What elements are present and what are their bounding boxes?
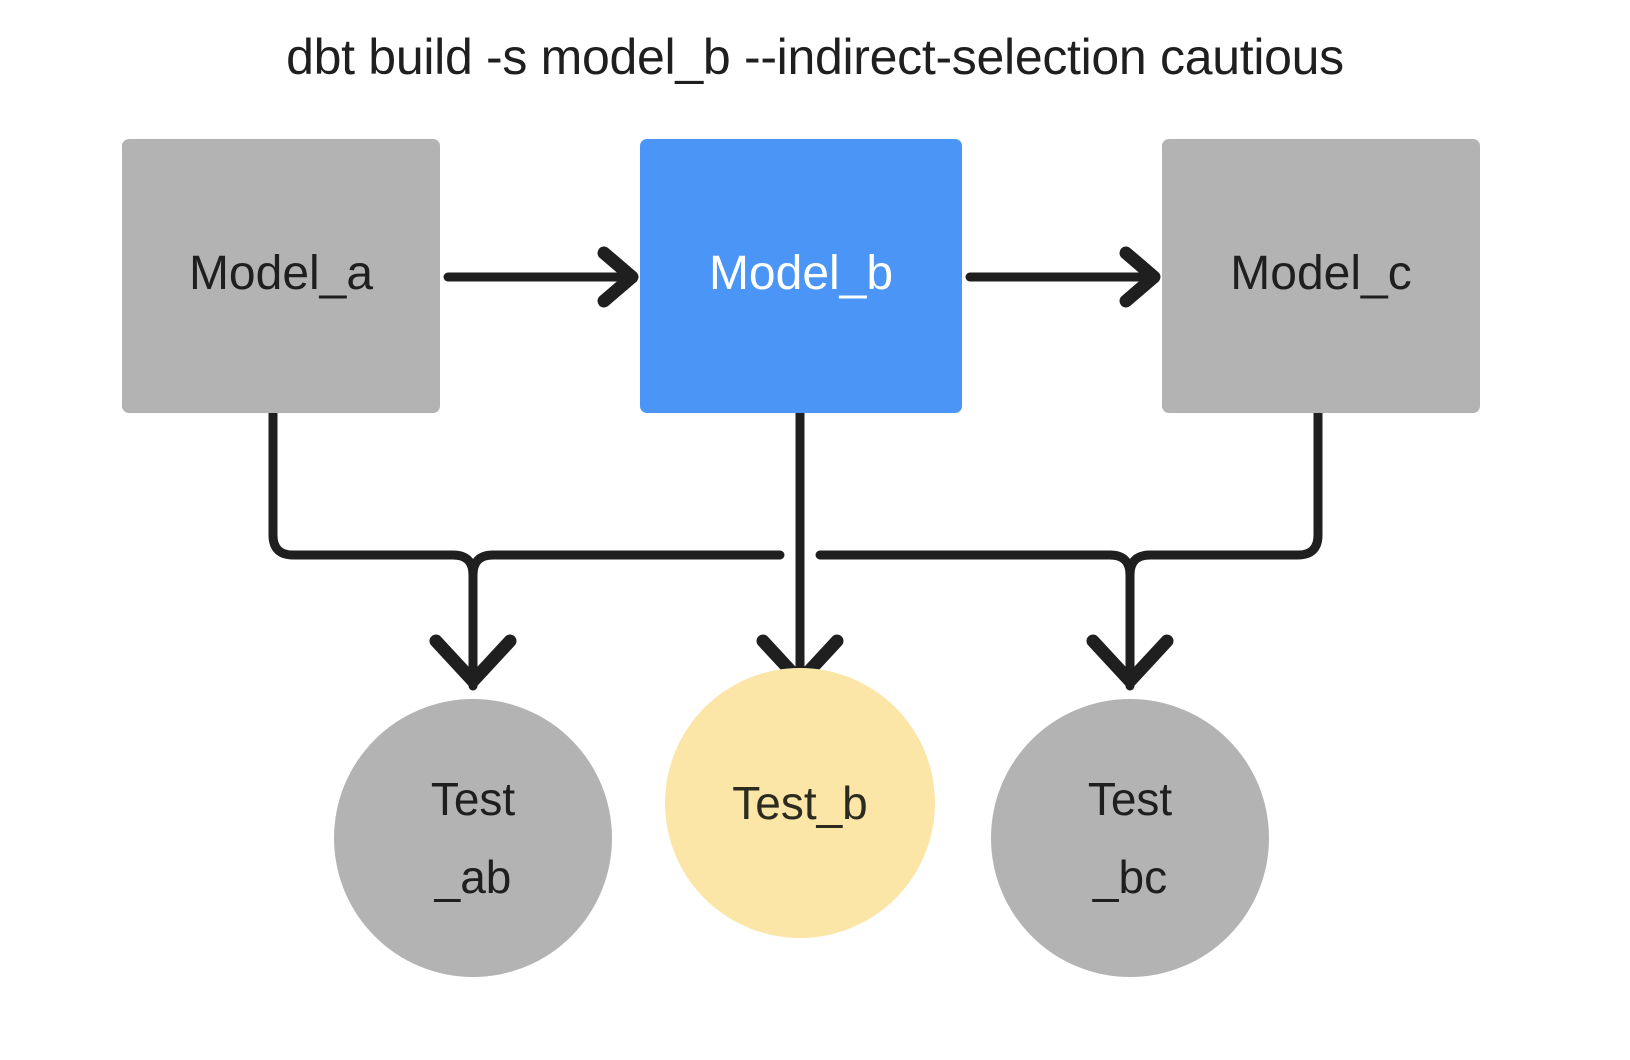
node-model-b-label: Model_b: [708, 247, 894, 300]
node-model-b[interactable]: Model_b: [640, 139, 962, 413]
node-test-b[interactable]: Test_b: [665, 668, 935, 938]
node-test-b-label: Test_b: [732, 777, 868, 829]
diagram-title: dbt build -s model_b --indirect-selectio…: [286, 29, 1344, 85]
node-model-a-label: Model_a: [188, 247, 374, 300]
edge-model-b-to-test-b: [756, 400, 844, 691]
node-test-ab-label: Test _ab: [430, 773, 516, 903]
node-model-c-label: Model_c: [1230, 247, 1412, 300]
arrowhead-test-ab: [429, 634, 517, 688]
node-test-ab[interactable]: Test _ab: [334, 699, 612, 977]
edge-model-a-to-model-b: [443, 246, 639, 308]
edge-model-b-to-test-bc: [815, 550, 1135, 580]
edge-model-b-to-test-ab: [468, 550, 785, 580]
edge-model-b-to-model-c: [965, 246, 1161, 308]
node-test-bc[interactable]: Test _bc: [991, 699, 1269, 977]
node-model-a[interactable]: Model_a: [122, 139, 440, 413]
node-test-bc-label: Test _bc: [1087, 773, 1173, 903]
edge-model-c-to-test-bc: [1125, 400, 1323, 691]
arrowhead-test-bc: [1086, 634, 1174, 688]
node-model-c[interactable]: Model_c: [1162, 139, 1480, 413]
